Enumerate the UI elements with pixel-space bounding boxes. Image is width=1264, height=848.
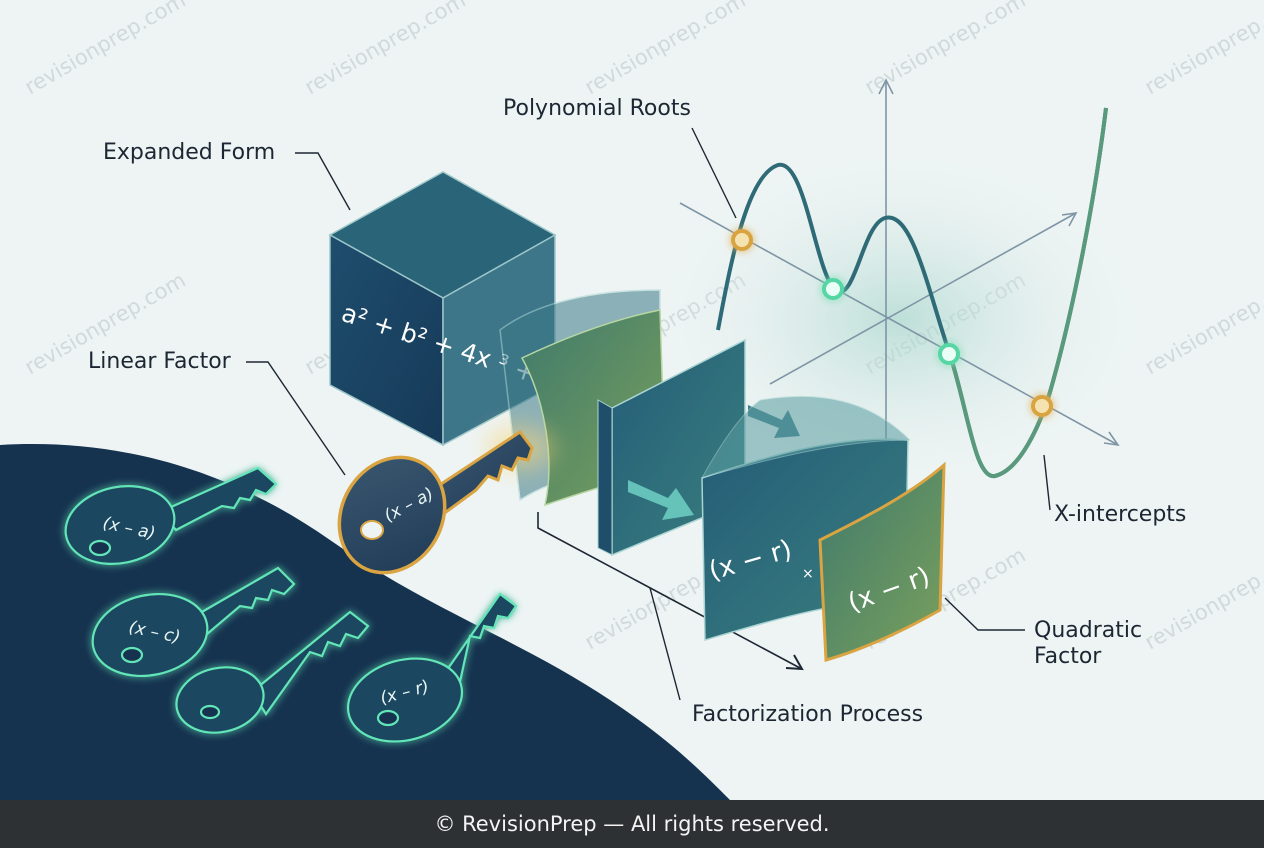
factor-panel-right	[818, 461, 946, 662]
label-x-intercepts: X-intercepts	[1054, 502, 1187, 527]
main-key: (x – a)	[337, 426, 554, 575]
leader-polynomial-roots	[691, 127, 737, 219]
watermark: revisionprep.com	[301, 0, 470, 99]
root-marker-green	[822, 278, 844, 300]
label-linear-factor: Linear Factor	[88, 349, 231, 374]
label-factorization-process: Factorization Process	[692, 702, 924, 727]
copyright-footer: © RevisionPrep — All rights reserved.	[0, 800, 1264, 848]
root-markers	[731, 229, 1053, 417]
leader-linear-factor	[246, 361, 346, 476]
label-quadratic-factor: Quadratic Factor	[1034, 618, 1143, 669]
leader-x-intercepts	[1043, 454, 1051, 511]
label-expanded-form: Expanded Form	[103, 140, 276, 165]
watermark: revisionprep.com	[21, 0, 190, 99]
leader-expanded-form	[295, 152, 351, 211]
ghost-key	[346, 592, 518, 743]
multiply-sign: ×	[802, 566, 814, 582]
factor-panel-top	[700, 395, 912, 479]
ghost-key	[91, 566, 296, 678]
watermark: revisionprep.com	[1141, 0, 1264, 99]
leader-factorization-process	[649, 587, 681, 701]
label-polynomial-roots: Polynomial Roots	[503, 96, 691, 121]
flow-arrow	[628, 480, 694, 520]
factor-panels: (x − r) × (x − r)	[700, 395, 946, 662]
ghost-key	[64, 466, 278, 565]
leader-quadratic-factor	[944, 597, 1025, 631]
ghost-key	[175, 610, 370, 734]
root-marker-green	[938, 343, 960, 365]
ghost-keys	[64, 466, 518, 743]
root-marker-gold	[1031, 395, 1053, 417]
root-marker-gold	[731, 229, 753, 251]
watermark: revisionprep.com	[581, 0, 750, 99]
polynomial-curve-right	[948, 107, 1108, 479]
leader-lines	[246, 127, 1051, 701]
